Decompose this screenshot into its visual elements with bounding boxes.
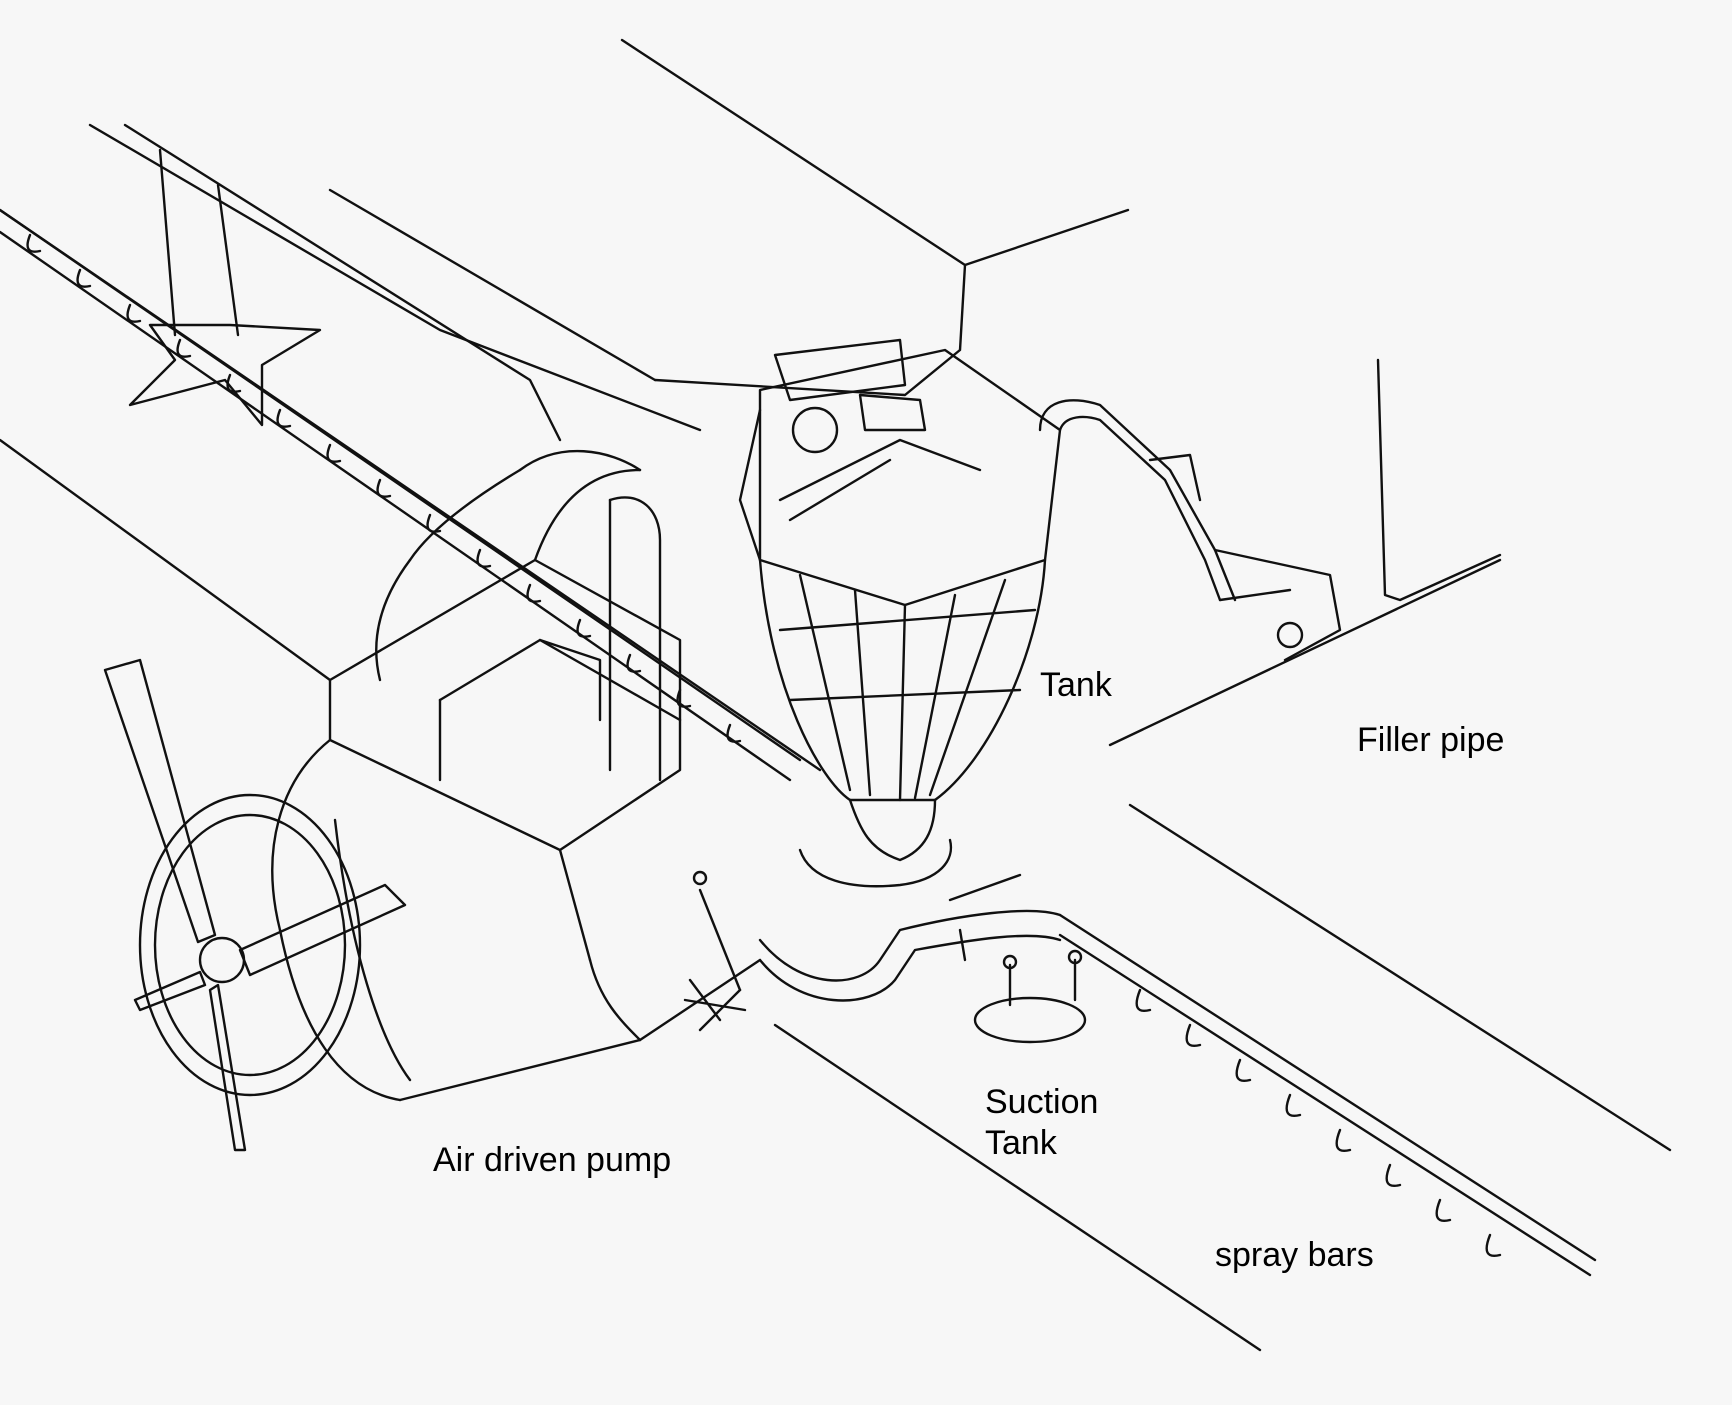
suction-tank-label: Suction Tank	[985, 1082, 1098, 1165]
upper-wing	[88, 38, 1502, 602]
wing-struts	[158, 148, 240, 337]
engine-cowling	[271, 449, 762, 1102]
spray-bar-upper	[0, 208, 802, 782]
suction-tank-label-line2: Tank	[985, 1124, 1057, 1163]
tail-fin	[128, 323, 322, 427]
chemical-tank	[738, 338, 1062, 862]
tank-label: Tank	[1040, 666, 1112, 704]
filler-pipe-label: Filler pipe	[1357, 721, 1505, 759]
air-driven-pump-label: Air driven pump	[433, 1141, 672, 1179]
lower-wing	[0, 208, 1672, 1352]
propeller	[103, 658, 407, 1152]
suction-tank-label-line1: Suction	[985, 1083, 1099, 1121]
pump-assembly	[683, 838, 1087, 1044]
filler-pipe	[1038, 399, 1342, 662]
spray-bar-lower	[1058, 913, 1597, 1277]
spray-bars-label: spray bars	[1215, 1236, 1374, 1274]
